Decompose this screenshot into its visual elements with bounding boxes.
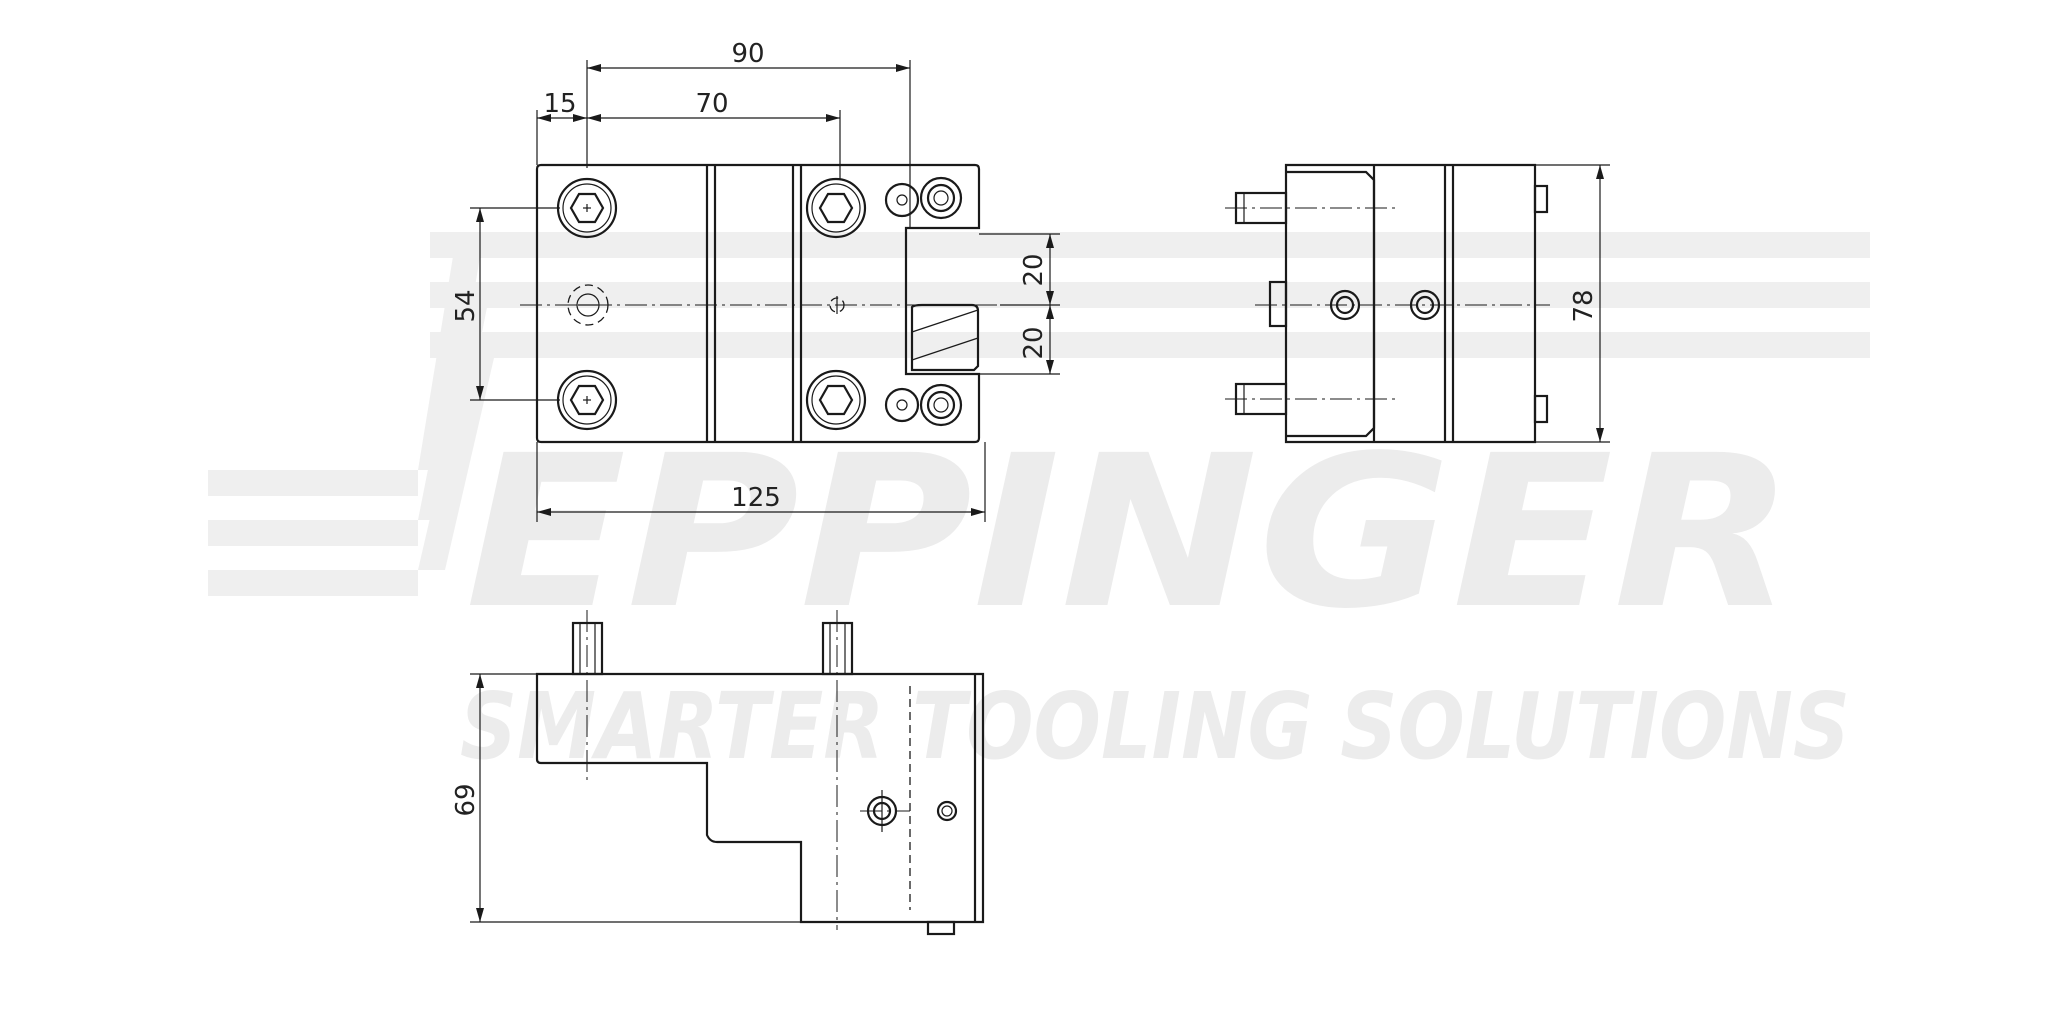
screw-icon <box>1409 289 1441 321</box>
screw-icon <box>1329 289 1361 321</box>
dim-15: 15 <box>543 89 576 119</box>
front-view-outline <box>535 672 985 924</box>
top-view-outline <box>535 163 981 444</box>
dim-78: 78 <box>1569 289 1599 322</box>
dim-70: 70 <box>695 89 728 119</box>
screw-icon <box>884 383 963 427</box>
watermark-logo: EPPINGER SMARTER TOOLING SOLUTIONS <box>208 232 1870 780</box>
watermark-brand: EPPINGER <box>465 410 1795 655</box>
pin-icon <box>567 284 609 326</box>
dim-20-lower: 20 <box>1019 326 1049 359</box>
screw-icon <box>936 800 958 822</box>
dim-20-upper: 20 <box>1019 253 1049 286</box>
dim-125: 125 <box>731 483 781 513</box>
wedge-insert <box>910 303 980 372</box>
screw-icon <box>866 795 898 827</box>
bolt-icon <box>556 177 618 239</box>
screw-icon <box>884 176 963 220</box>
side-view: 78 <box>1225 163 1610 444</box>
top-view: 90 15 70 54 20 20 125 <box>451 39 1060 522</box>
bolt-icon <box>805 177 867 239</box>
dim-54: 54 <box>451 289 481 322</box>
dim-69: 69 <box>451 783 481 816</box>
bolt-icon <box>805 369 867 431</box>
front-view: 69 <box>451 610 985 936</box>
dim-90: 90 <box>731 39 764 69</box>
